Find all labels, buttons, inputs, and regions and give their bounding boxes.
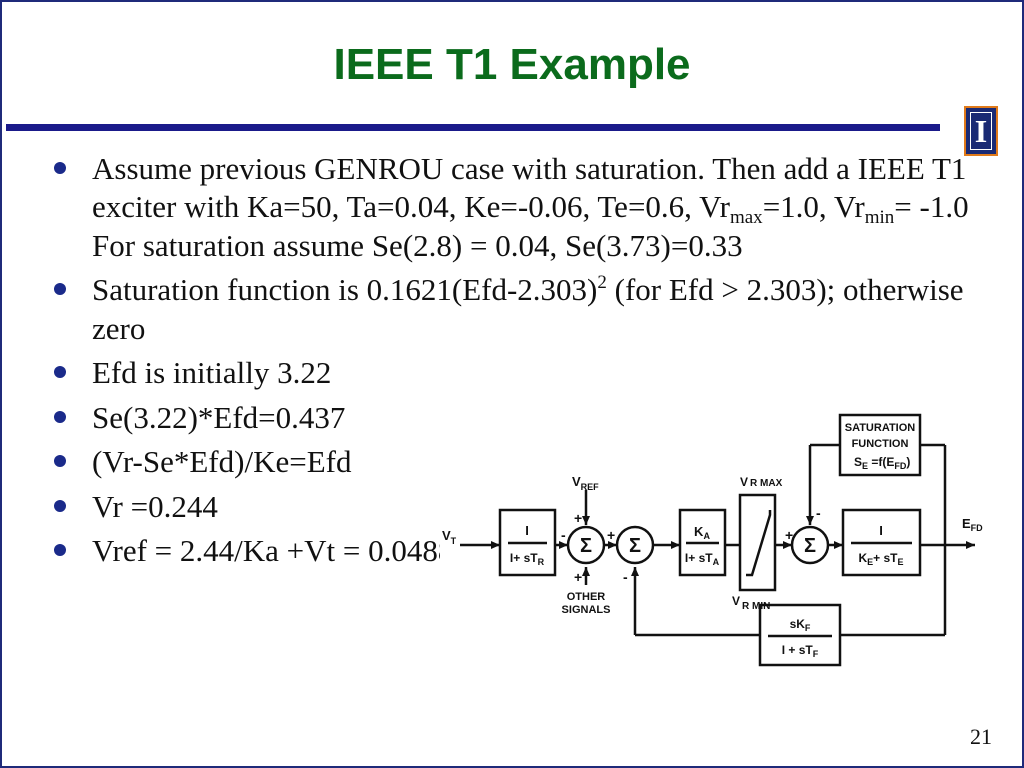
sign-plus-1: + (574, 510, 582, 526)
ieee-t1-block-diagram: SATURATION FUNCTION SE =f(EFD) VT I I+ s… (440, 410, 1000, 680)
sign-plus-4: + (785, 527, 793, 543)
bullet-dot-icon (54, 366, 66, 379)
sum-junction-2: Σ (629, 535, 641, 557)
bullet-item: Efd is initially 3.22 (54, 354, 984, 392)
slide-title: IEEE T1 Example (333, 40, 691, 89)
bullet-list: Assume previous GENROU case with saturat… (54, 150, 984, 576)
other-signals-label-2: SIGNALS (562, 604, 611, 616)
sign-plus-3: + (607, 527, 615, 543)
vref-label: VREF (572, 474, 599, 492)
bullet-dot-icon (54, 543, 66, 556)
efd-label: EFD (962, 516, 983, 533)
sensor-denominator: I+ sTR (510, 551, 545, 567)
title-rule (6, 124, 940, 131)
sign-minus-2: - (623, 569, 628, 585)
amp-numerator: KA (694, 524, 710, 541)
amp-denominator: I+ sTA (685, 551, 720, 567)
bullet-dot-icon (54, 162, 66, 174)
exciter-denominator: KE+ sTE (858, 551, 903, 567)
sum-junction-1: Σ (580, 535, 592, 557)
sensor-numerator: I (525, 523, 529, 538)
sat-block-formula: SE =f(EFD) (854, 455, 910, 471)
sign-minus-3: - (816, 505, 821, 521)
sign-minus-1: - (561, 527, 566, 543)
bullet-dot-icon (54, 499, 66, 512)
sign-plus-2: + (574, 569, 582, 585)
feedback-denominator: I + sTF (782, 643, 819, 659)
bullet-item: Saturation function is 0.1621(Efd-2.303)… (54, 271, 984, 348)
other-signals-label-1: OTHER (567, 591, 606, 603)
bullet-item: (Vr-Se*Efd)/Ke=Efd (54, 443, 984, 481)
exciter-numerator: I (879, 523, 883, 538)
bullet-dot-icon (54, 410, 66, 423)
sat-block-label-1: SATURATION (845, 422, 916, 434)
bullet-item: Assume previous GENROU case with saturat… (54, 150, 984, 265)
bullet-dot-icon (54, 283, 66, 296)
vt-label: VT (442, 528, 457, 546)
bullet-dot-icon (54, 455, 66, 468)
sum-junction-3: Σ (804, 535, 816, 557)
feedback-numerator: sKF (790, 617, 811, 633)
bullet-item: Vr =0.244 (54, 488, 984, 526)
illinois-block-i-icon: I (964, 106, 998, 156)
page-number: 21 (970, 724, 992, 749)
bullet-item: Se(3.22)*Efd=0.437 (54, 399, 984, 437)
sat-block-label-2: FUNCTION (852, 438, 909, 450)
